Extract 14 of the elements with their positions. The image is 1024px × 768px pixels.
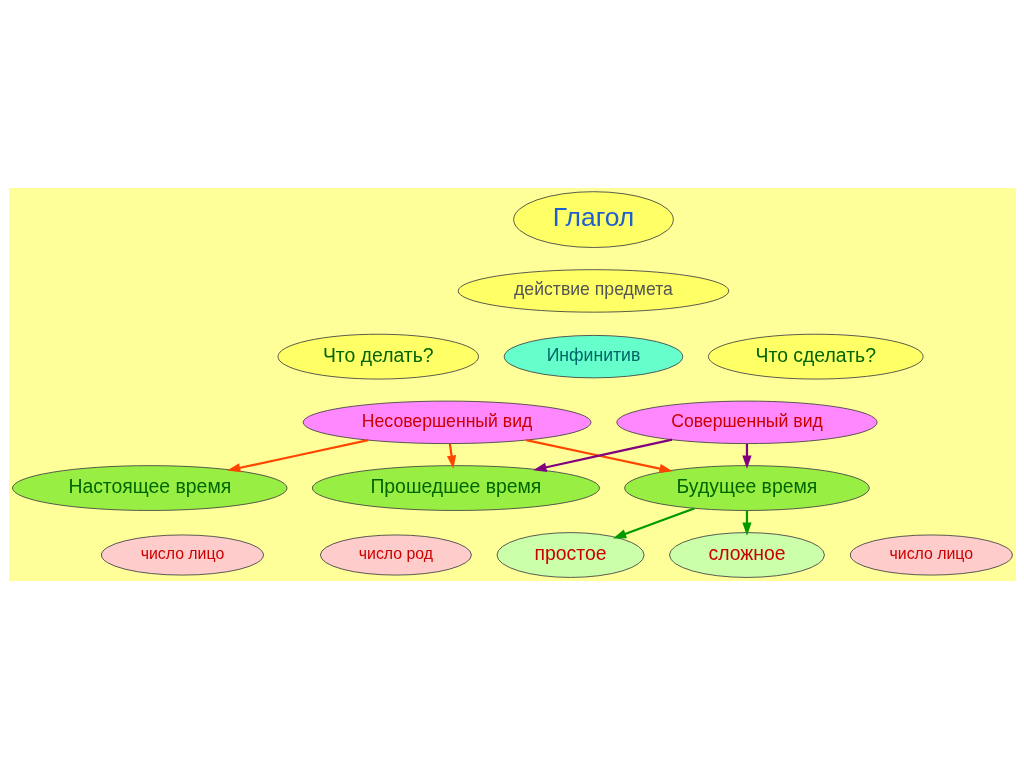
node-ellipse: число лицо xyxy=(100,534,264,576)
node-ellipse: действие предмета xyxy=(457,268,729,313)
arrow xyxy=(446,443,456,469)
node-ellipse: Что сделать? xyxy=(707,333,924,379)
node-ellipse: Совершенный вид xyxy=(615,400,878,444)
node-ellipse: Несовершенный вид xyxy=(302,400,591,444)
node-ellipse: сложное xyxy=(668,531,825,578)
node-ellipse: число лицо xyxy=(849,534,1013,576)
node-ellipse: Глагол xyxy=(512,190,674,248)
arrow xyxy=(612,506,695,538)
node-ellipse: число род xyxy=(319,534,472,576)
arrow xyxy=(226,438,368,472)
node-ellipse: Что делать? xyxy=(277,333,479,379)
node-ellipse: Инфинитив xyxy=(503,334,683,378)
